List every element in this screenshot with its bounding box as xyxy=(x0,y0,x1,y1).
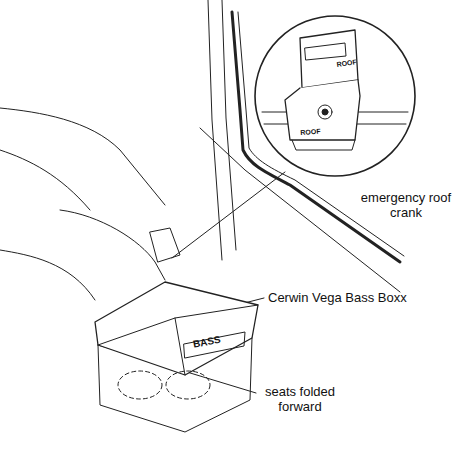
crank-bolt xyxy=(318,105,332,119)
box-display xyxy=(184,332,245,358)
crank-marking: ROOF xyxy=(300,127,321,137)
callout-label: Cerwin Vega Bass Boxx xyxy=(268,290,407,305)
callout-label: seats folded forward xyxy=(258,384,342,414)
inset-circle xyxy=(255,16,415,176)
seat-outline xyxy=(98,338,252,432)
recess-lip xyxy=(292,140,355,150)
box-outline xyxy=(95,282,258,375)
speaker xyxy=(166,371,210,399)
crank-recess xyxy=(285,80,360,140)
crank-slot xyxy=(305,43,346,60)
box-edge xyxy=(175,318,185,375)
headliner-edge xyxy=(0,108,165,205)
box-edge xyxy=(98,305,258,345)
seat-edge xyxy=(60,210,165,280)
bass-box xyxy=(95,282,258,432)
callout-label: emergency roof crank xyxy=(352,190,460,220)
crank-flap xyxy=(300,30,358,88)
speaker xyxy=(118,371,162,399)
leader-line xyxy=(172,172,285,258)
crank-bolt-center xyxy=(322,109,328,115)
inset xyxy=(255,16,415,176)
trim-edge xyxy=(0,150,90,210)
crank-location xyxy=(150,228,180,262)
floor-edge xyxy=(0,250,95,300)
interior-lines xyxy=(0,0,404,300)
